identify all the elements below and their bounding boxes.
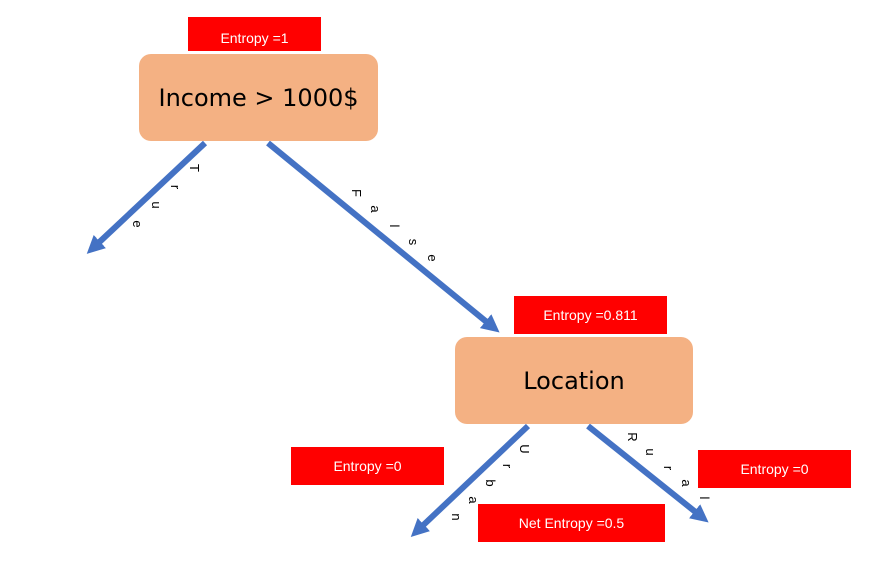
rural-entropy-tag: Entropy =0 <box>698 450 851 488</box>
location-node-label: Location <box>523 366 625 395</box>
edge-label-rural-char: R <box>625 432 640 442</box>
edge-label-false-char: F <box>349 189 364 197</box>
edge-label-urban-char: r <box>500 463 515 469</box>
edge-label-true-char: T <box>187 164 202 172</box>
edge-urban-arrow <box>410 423 531 537</box>
location-entropy-tag: Entropy =0.811 <box>514 296 667 334</box>
edge-label-true-char: u <box>149 201 164 209</box>
edge-label-urban-char: a <box>466 496 481 504</box>
location-node: Location <box>455 337 693 424</box>
edge-label-true-char: r <box>168 184 183 189</box>
net-entropy-tag: Net Entropy =0.5 <box>478 504 665 542</box>
edge-false-arrow <box>266 140 500 333</box>
urban-entropy-tag: Entropy =0 <box>291 447 444 485</box>
edge-label-rural-char: r <box>661 465 676 470</box>
edge-label-urban-char: U <box>517 444 532 454</box>
root-entropy-tag: Entropy =1 <box>188 17 321 51</box>
edge-true-arrow <box>86 140 208 254</box>
edge-label-rural-char: u <box>643 448 658 456</box>
edge-rural-arrow <box>586 423 709 523</box>
edge-label-urban-char: b <box>483 479 498 487</box>
root-node-label: Income > 1000$ <box>158 83 359 112</box>
edge-label-false-char: l <box>387 224 402 227</box>
edge-label-rural-char: a <box>679 479 694 487</box>
root-node: Income > 1000$ <box>139 54 378 141</box>
edge-label-false-char: a <box>368 205 383 213</box>
edge-label-true-char: e <box>130 220 145 228</box>
edge-label-urban-char: n <box>449 513 464 521</box>
edge-label-false-char: s <box>406 238 421 246</box>
edge-label-false-char: e <box>425 254 440 262</box>
edge-label-rural-char: l <box>697 496 712 500</box>
